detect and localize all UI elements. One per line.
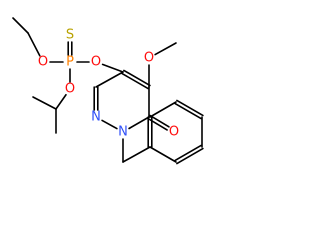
atom-background-o_ethoxy — [37, 56, 49, 68]
bond-b3-b4-b — [176, 99, 204, 117]
bond-o_methoxy-c_ome_me — [154, 42, 177, 56]
atom-label-o_isopropoxy: O — [65, 82, 75, 97]
atom-background-s_thio — [64, 29, 76, 41]
atom-label-o_ethoxy: O — [38, 55, 48, 70]
bond-n_ring_2-n_ring_1 — [101, 119, 118, 130]
atom-background-o_isopropoxy — [64, 83, 76, 95]
atom-label-s_thio: S — [66, 28, 74, 43]
atom-background-o_methoxy — [143, 52, 155, 64]
bond-c5-c4-a — [121, 72, 149, 90]
bond-c_eth_ch3-c_eth_ch2 — [12, 17, 29, 34]
bond-o_aryl-c5 — [101, 63, 124, 73]
bond-c_benzyl-b1 — [122, 146, 151, 163]
atom-label-n_ring_2: N — [118, 125, 128, 140]
bond-c3-o_carbonyl-b — [149, 114, 170, 128]
atom-label-o_methoxy: O — [144, 51, 154, 66]
atom-background-o_carbonyl — [168, 126, 180, 138]
bond-b6-b1 — [149, 146, 177, 163]
bond-c_eth_ch2-o_ethoxy — [27, 32, 41, 57]
atom-background-n_ring_2 — [117, 126, 129, 138]
bond-c_ipr_ch-c_ipr_me1 — [32, 96, 57, 110]
bond-c5-c4-b — [123, 69, 151, 87]
bond-b3-b4-a — [174, 102, 202, 120]
bond-b5-b6-b — [176, 147, 204, 165]
bond-c3-n_ring_2 — [128, 116, 150, 130]
atom-label-o_aryl: O — [91, 55, 101, 70]
bond-o_isopropoxy-c_ipr_ch — [55, 93, 67, 110]
bond-lines — [12, 17, 204, 165]
bond-b5-b6-a — [174, 144, 202, 162]
bond-c6-c5 — [95, 71, 124, 88]
atom-label-p_center: P — [66, 55, 74, 70]
atom-label-n_ring_1: N — [91, 110, 101, 125]
bond-b2-b3 — [149, 101, 177, 118]
atom-label-o_carbonyl: O — [169, 125, 179, 140]
atom-background-n_ring_1 — [90, 111, 102, 123]
atom-background-o_aryl — [90, 56, 102, 68]
atom-background-p_center — [64, 56, 76, 68]
